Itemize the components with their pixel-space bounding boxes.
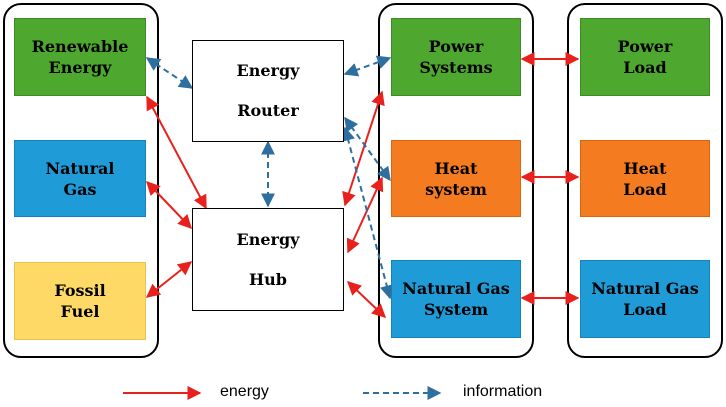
info-arrow-router-power [343,55,392,77]
legend-energy-label: energy [220,383,269,400]
info-arrow-router-heat [344,116,391,182]
natural-gas-box: Natural Gas [14,140,146,217]
power-load-box: Power Load [580,18,710,96]
energy-arrow-hub-heat [346,176,384,254]
legend-information-label: information [463,383,543,400]
energy-arrow-gas-hub [146,180,192,230]
energy-router-box: Energy Router [192,40,344,142]
heat-load-box: Heat Load [580,140,710,217]
fossil-fuel-box: Fossil Fuel [14,262,146,340]
natural-gas-load-box: Natural Gas Load [580,260,710,338]
energy-arrow-fossil-hub [145,261,193,298]
power-systems-box: Power Systems [391,18,521,96]
energy-arrow-hub-gassys [346,281,387,318]
natural-gas-system-box: Natural Gas System [391,260,521,338]
info-arrow-router-gassys [341,126,394,300]
renewable-energy-box: Renewable Energy [14,18,146,96]
energy-arrow-renewable-hub [146,95,207,210]
energy-hub-box: Energy Hub [192,208,344,311]
info-arrow-renewable-router [145,57,194,89]
heat-system-box: Heat system [391,140,521,217]
